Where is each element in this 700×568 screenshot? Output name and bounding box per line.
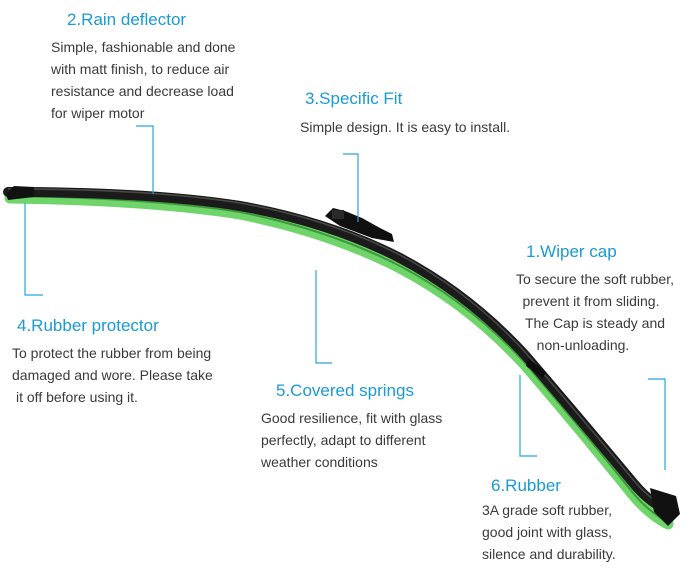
covered-springs-title: 5.Covered springs xyxy=(276,381,414,400)
rubber-line: 3A grade soft rubber, xyxy=(482,502,612,518)
wiper-cap-line: The Cap is steady and xyxy=(524,315,666,331)
wiper-cap-line: To secure the soft rubber, xyxy=(516,271,674,287)
wiper-cap-line: prevent it from sliding. xyxy=(522,293,660,309)
wiper-cap-title: 1.Wiper cap xyxy=(526,242,617,261)
wiper-cap-description: To secure the soft rubber, prevent it fr… xyxy=(516,268,674,356)
rubber-protector-description: To protect the rubber from being damaged… xyxy=(12,342,213,408)
rubber-protector-line: To protect the rubber from being xyxy=(12,345,212,361)
rubber-line: silence and durability. xyxy=(482,546,616,562)
specific-fit-title: 3.Specific Fit xyxy=(305,89,403,108)
leader-line-covered-springs xyxy=(315,270,332,364)
rubber-description: 3A grade soft rubber, good joint with gl… xyxy=(482,499,616,565)
specific-fit-line: Simple design. It is easy to install. xyxy=(300,119,511,135)
rubber-line: good joint with glass, xyxy=(482,524,612,540)
rain-deflector-line: Simple, fashionable and done xyxy=(51,39,236,55)
rubber-title: 6.Rubber xyxy=(491,476,561,495)
covered-springs-line: Good resilience, fit with glass xyxy=(261,410,443,426)
rubber-protector-line: damaged and wore. Please take xyxy=(12,367,213,383)
rain-deflector-line: for wiper motor xyxy=(51,105,145,121)
leader-line-wiper-cap xyxy=(648,378,666,470)
covered-springs-line: weather conditions xyxy=(261,454,378,470)
leader-line-specific-fit xyxy=(343,153,359,222)
rain-deflector-description: Simple, fashionable and done with matt f… xyxy=(51,36,235,124)
rain-deflector-line: resistance and decrease load xyxy=(51,83,234,99)
rain-deflector-line: with matt finish, to reduce air xyxy=(51,61,230,77)
rubber-protector-line: it off before using it. xyxy=(16,389,138,405)
covered-springs-line: perfectly, adapt to different xyxy=(261,432,426,448)
rubber-protector-title: 4.Rubber protector xyxy=(17,316,159,335)
wiper-cap-line: non-unloading. xyxy=(536,337,630,353)
wiper-blade-icon xyxy=(3,186,680,530)
leader-line-rubber xyxy=(519,375,537,457)
covered-springs-description: Good resilience, fit with glass perfectl… xyxy=(261,407,442,473)
rain-deflector-title: 2.Rain deflector xyxy=(67,10,187,29)
specific-fit-description: Simple design. It is easy to install. xyxy=(300,116,510,138)
leader-line-rubber-protector xyxy=(24,203,43,296)
leader-line-rain-deflector xyxy=(136,125,154,194)
